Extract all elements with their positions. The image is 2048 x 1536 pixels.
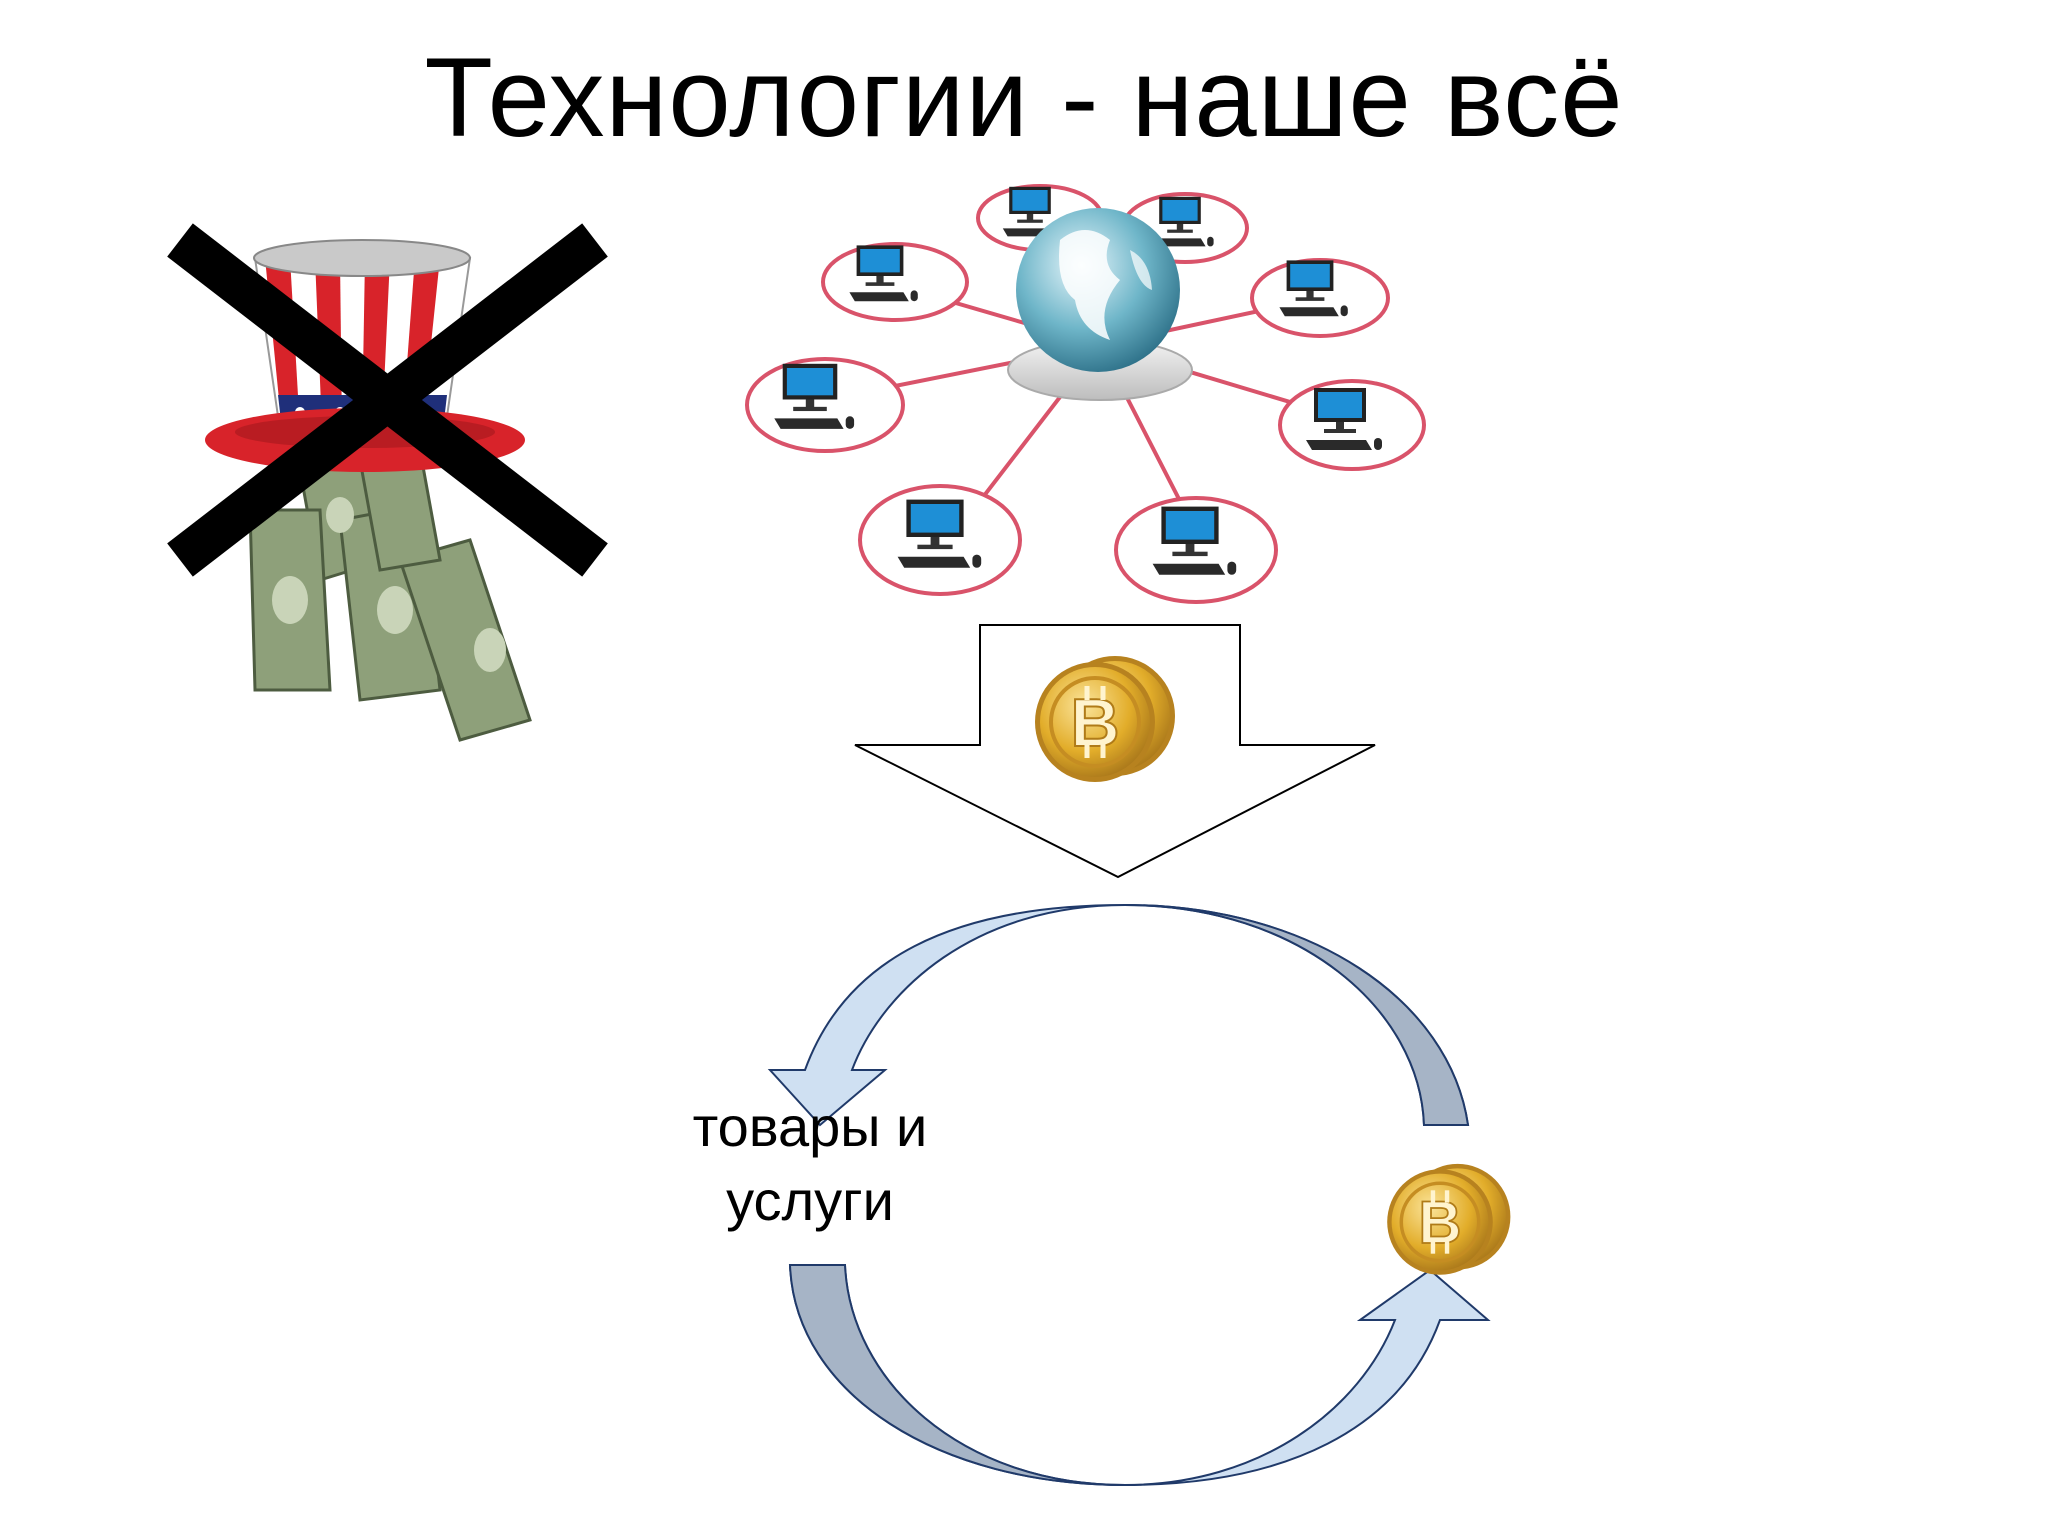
cycle-label-line1: товары и [692, 1095, 928, 1158]
cycle-label-line2: услуги [726, 1169, 894, 1232]
cycle-label: товары и услуги [650, 1090, 970, 1238]
cycle-arrows [767, 903, 1491, 1487]
bitcoin-coins-icon [1387, 1164, 1510, 1275]
crossed-out-uncle-sam-hat-with-dollars-icon [167, 223, 608, 742]
page-title: Технологии - наше всё [424, 35, 1624, 160]
computer-network-around-globe-icon [745, 184, 1426, 604]
